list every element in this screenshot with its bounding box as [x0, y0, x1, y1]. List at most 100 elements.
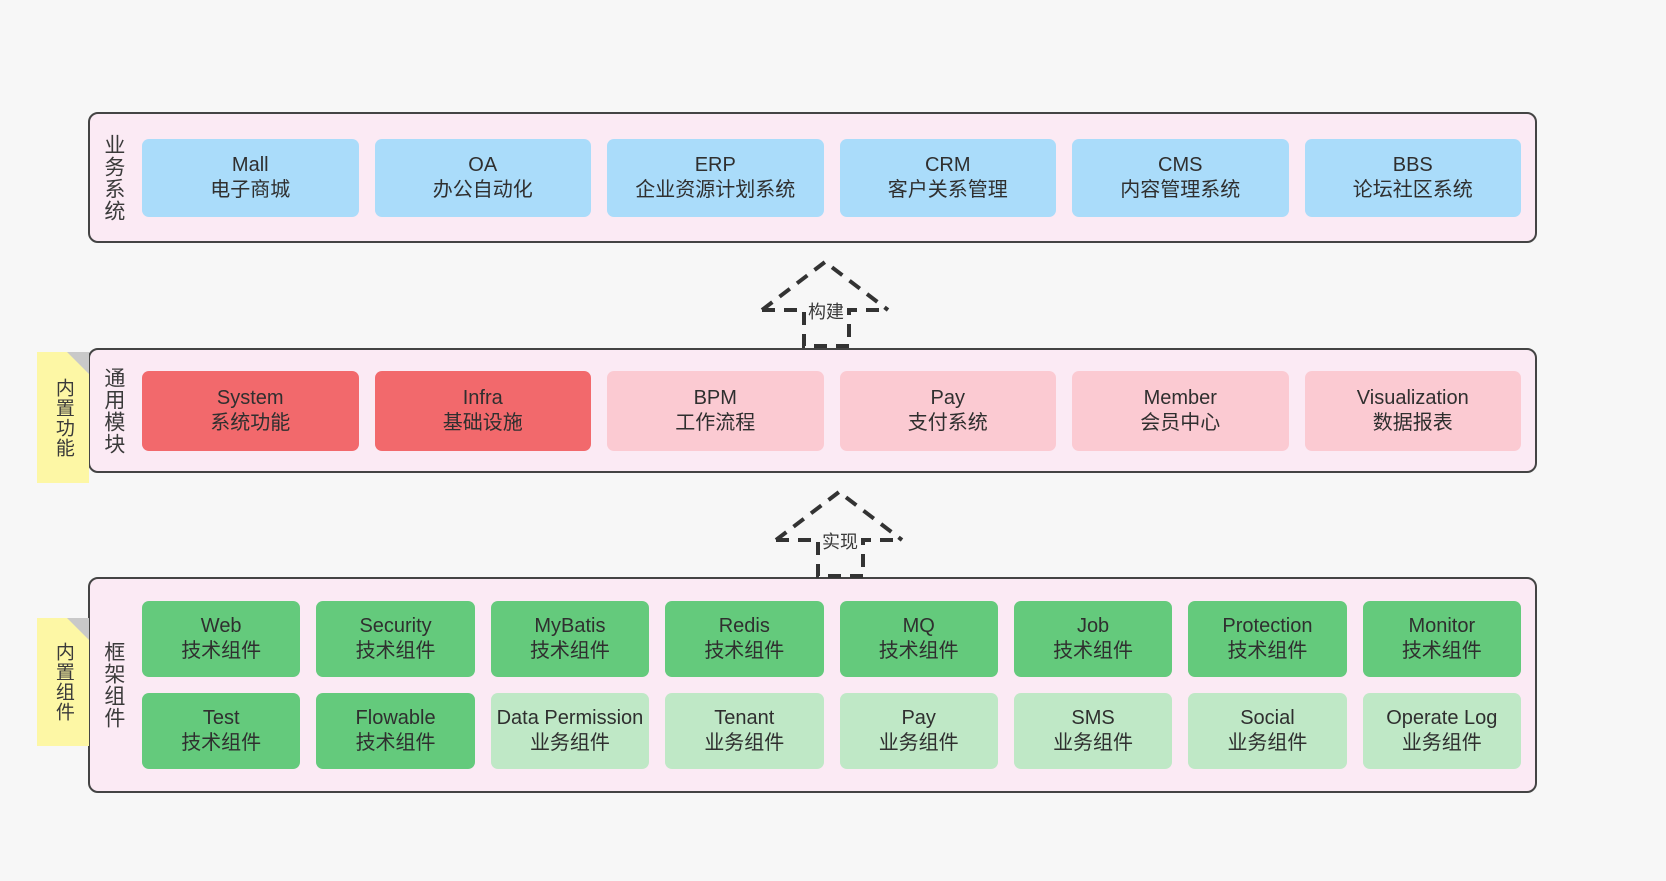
- card-operate-log[interactable]: Operate Log 业务组件: [1362, 693, 1521, 769]
- layer-title-business-system: 业务系统: [101, 133, 125, 222]
- card-web[interactable]: Web 技术组件: [142, 601, 301, 677]
- card-title: Member: [1143, 386, 1217, 409]
- card-subtitle: 技术组件: [355, 640, 436, 662]
- card-title: Pay: [901, 707, 936, 729]
- card-subtitle: 支付系统: [907, 411, 988, 434]
- card-subtitle: 客户关系管理: [887, 178, 1008, 201]
- card-pay[interactable]: Pay 支付系统: [839, 370, 1056, 451]
- card-title: Data Permission: [496, 707, 644, 729]
- card-erp[interactable]: ERP 企业资源计划系统: [607, 138, 824, 217]
- card-title: Infra: [462, 386, 503, 409]
- connector-implement: 实现: [770, 488, 920, 578]
- card-sms[interactable]: SMS 业务组件: [1013, 693, 1173, 769]
- card-crm[interactable]: CRM 客户关系管理: [839, 138, 1056, 217]
- card-system[interactable]: System 系统功能: [142, 370, 359, 451]
- card-subtitle: 企业资源计划系统: [635, 178, 796, 201]
- card-subtitle: 技术组件: [878, 640, 959, 662]
- connector-build-arrow: [760, 259, 890, 348]
- card-flowable[interactable]: Flowable 技术组件: [316, 693, 475, 769]
- card-subtitle: 工作流程: [675, 411, 756, 434]
- card-subtitle: 技术组件: [355, 732, 436, 754]
- card-title: Operate Log: [1386, 707, 1498, 729]
- card-subtitle: 技术组件: [704, 640, 785, 662]
- layer-title-framework-component: 框架组件: [101, 641, 125, 729]
- card-title: Test: [202, 707, 240, 729]
- card-subtitle: 技术组件: [1401, 640, 1482, 662]
- connector-build: 构建: [756, 258, 906, 348]
- card-subtitle: 电子商城: [210, 178, 291, 201]
- card-subtitle: 系统功能: [210, 411, 291, 434]
- sticky-note-builtin-components: 内置组件: [37, 618, 89, 746]
- card-title: CRM: [924, 153, 971, 176]
- layer-framework-component: 框架组件 Web 技术组件 Security 技术组件 MyBatis 技术组件…: [88, 577, 1537, 793]
- card-subtitle: 技术组件: [181, 640, 262, 662]
- card-row: System 系统功能 Infra 基础设施 BPM 工作流程 Pay 支付系统…: [142, 370, 1521, 451]
- card-title: SMS: [1071, 707, 1115, 729]
- card-row: Web 技术组件 Security 技术组件 MyBatis 技术组件 Redi…: [142, 601, 1521, 677]
- card-title: BPM: [693, 386, 737, 409]
- card-pay-business[interactable]: Pay 业务组件: [839, 693, 998, 769]
- card-title: Flowable: [355, 707, 436, 729]
- card-visualization[interactable]: Visualization 数据报表: [1304, 370, 1521, 451]
- card-subtitle: 业务组件: [704, 732, 785, 754]
- card-member[interactable]: Member 会员中心: [1072, 370, 1289, 451]
- card-title: Security: [359, 615, 432, 637]
- card-mall[interactable]: Mall 电子商城: [142, 138, 359, 217]
- card-monitor[interactable]: Monitor 技术组件: [1362, 601, 1521, 677]
- card-oa[interactable]: OA 办公自动化: [374, 138, 591, 217]
- sticky-note-label: 内置组件: [52, 642, 74, 722]
- card-social[interactable]: Social 业务组件: [1188, 693, 1347, 769]
- card-subtitle: 内容管理系统: [1120, 178, 1241, 201]
- card-subtitle: 会员中心: [1140, 411, 1221, 434]
- card-title: Protection: [1222, 615, 1313, 637]
- card-subtitle: 技术组件: [1053, 640, 1134, 662]
- layer-body-common-module: System 系统功能 Infra 基础设施 BPM 工作流程 Pay 支付系统…: [136, 350, 1535, 471]
- card-title: OA: [468, 153, 498, 176]
- card-protection[interactable]: Protection 技术组件: [1188, 601, 1347, 677]
- sticky-note-builtin-features: 内置功能: [37, 352, 89, 483]
- connector-implement-arrow: [774, 489, 904, 578]
- card-title: Job: [1076, 615, 1110, 637]
- connector-implement-label: 实现: [822, 532, 858, 552]
- card-subtitle: 业务组件: [1401, 732, 1482, 754]
- card-subtitle: 技术组件: [1227, 640, 1308, 662]
- card-security[interactable]: Security 技术组件: [316, 601, 475, 677]
- card-title: Web: [200, 615, 242, 637]
- card-subtitle: 技术组件: [529, 640, 610, 662]
- layer-title-common-module: 通用模块: [101, 366, 125, 455]
- card-redis[interactable]: Redis 技术组件: [665, 601, 824, 677]
- card-subtitle: 业务组件: [1227, 732, 1308, 754]
- card-subtitle: 办公自动化: [432, 178, 533, 201]
- card-bbs[interactable]: BBS 论坛社区系统: [1304, 138, 1521, 217]
- card-subtitle: 数据报表: [1372, 411, 1453, 434]
- connector-build-label: 构建: [808, 302, 844, 322]
- card-cms[interactable]: CMS 内容管理系统: [1072, 138, 1289, 217]
- card-title: Tenant: [714, 707, 775, 729]
- card-title: Mall: [231, 153, 269, 176]
- card-title: MyBatis: [534, 615, 606, 637]
- card-title: MQ: [902, 615, 935, 637]
- card-title: Monitor: [1408, 615, 1476, 637]
- card-subtitle: 技术组件: [181, 732, 262, 754]
- sticky-fold-icon: [67, 352, 89, 374]
- layer-common-module: 通用模块 System 系统功能 Infra 基础设施 BPM 工作流程 Pay…: [88, 348, 1537, 473]
- card-tenant[interactable]: Tenant 业务组件: [665, 693, 824, 769]
- card-title: System: [216, 386, 284, 409]
- card-mybatis[interactable]: MyBatis 技术组件: [490, 601, 650, 677]
- card-data-permission[interactable]: Data Permission 业务组件: [490, 693, 650, 769]
- card-row: Mall 电子商城 OA 办公自动化 ERP 企业资源计划系统 CRM 客户关系…: [142, 138, 1521, 217]
- card-title: Visualization: [1356, 386, 1469, 409]
- card-title: CMS: [1158, 153, 1203, 176]
- card-subtitle: 业务组件: [529, 732, 610, 754]
- card-subtitle: 基础设施: [442, 411, 523, 434]
- card-title: Social: [1240, 707, 1295, 729]
- card-mq[interactable]: MQ 技术组件: [839, 601, 998, 677]
- card-test[interactable]: Test 技术组件: [142, 693, 301, 769]
- card-subtitle: 业务组件: [1053, 732, 1134, 754]
- card-infra[interactable]: Infra 基础设施: [374, 370, 591, 451]
- card-subtitle: 业务组件: [878, 732, 959, 754]
- card-row: Test 技术组件 Flowable 技术组件 Data Permission …: [142, 693, 1521, 769]
- card-bpm[interactable]: BPM 工作流程: [607, 370, 824, 451]
- card-job[interactable]: Job 技术组件: [1013, 601, 1173, 677]
